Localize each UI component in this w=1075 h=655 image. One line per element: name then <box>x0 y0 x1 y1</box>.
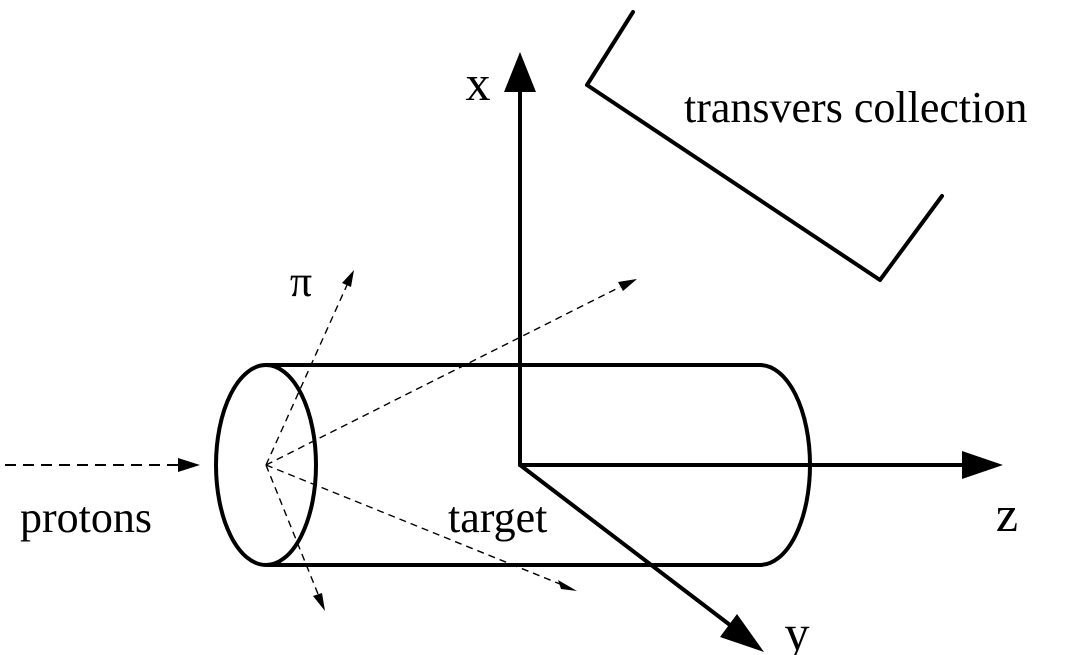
trajectory-to-collection <box>265 279 637 466</box>
target-label: target <box>448 493 547 542</box>
x-axis-label: x <box>466 55 491 111</box>
particle-trajectories <box>265 270 637 611</box>
trajectory-down-right <box>265 464 577 591</box>
pion-label: π <box>290 257 312 306</box>
y-axis-arrow <box>518 463 764 652</box>
protons-label: protons <box>20 493 152 542</box>
y-axis-label: y <box>785 605 810 655</box>
pion-trajectory-up <box>265 270 354 466</box>
x-axis-arrow <box>504 52 536 467</box>
trajectory-down <box>265 464 325 611</box>
z-axis-label: z <box>996 486 1018 542</box>
transverse-collection-bracket <box>585 10 944 282</box>
z-axis-arrow <box>518 451 1003 479</box>
transverse-collection-label: transvers collection <box>684 83 1027 132</box>
proton-beam-arrow <box>5 458 200 472</box>
